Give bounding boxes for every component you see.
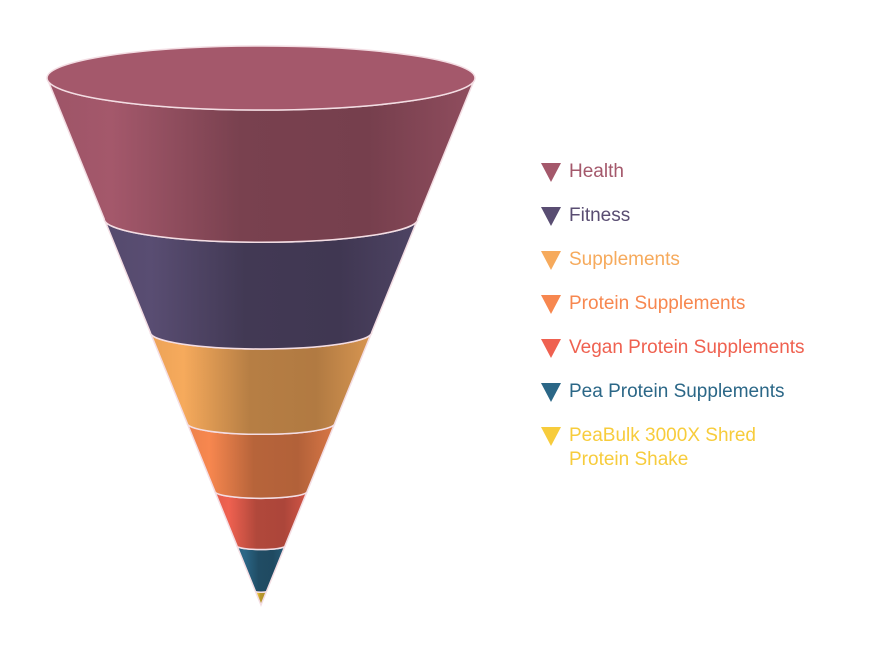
legend-item[interactable]: Protein Supplements	[540, 292, 870, 336]
legend-label: Health	[569, 161, 624, 182]
triangle-down-icon	[541, 163, 561, 182]
triangle-down-icon	[541, 295, 561, 314]
legend-item[interactable]: Fitness	[540, 204, 870, 248]
legend-label: PeaBulk 3000X Shred Protein Shake	[569, 425, 756, 470]
triangle-down-icon	[541, 339, 561, 358]
funnel-segment-7[interactable]	[254, 590, 268, 607]
legend-item[interactable]: Supplements	[540, 248, 870, 292]
funnel-chart	[46, 45, 476, 607]
funnel-segment-5[interactable]	[214, 491, 308, 551]
triangle-down-icon	[541, 427, 561, 446]
funnel-top-surface	[46, 45, 476, 111]
legend-item[interactable]: Vegan Protein Supplements	[540, 336, 870, 380]
triangle-down-icon	[541, 251, 561, 270]
legend-item[interactable]: PeaBulk 3000X Shred Protein Shake	[540, 424, 870, 472]
legend-label: Protein Supplements	[569, 293, 746, 314]
legend-label: Supplements	[569, 249, 680, 270]
legend-item[interactable]: Health	[540, 160, 870, 204]
funnel-segments	[46, 45, 476, 607]
legend-label: Pea Protein Supplements	[569, 381, 785, 402]
funnel-segment-6[interactable]	[236, 545, 286, 593]
triangle-down-icon	[541, 207, 561, 226]
legend-label: Vegan Protein Supplements	[569, 337, 805, 358]
triangle-down-icon	[541, 383, 561, 402]
legend-item[interactable]: Pea Protein Supplements	[540, 380, 870, 424]
legend-label: Fitness	[569, 205, 631, 226]
